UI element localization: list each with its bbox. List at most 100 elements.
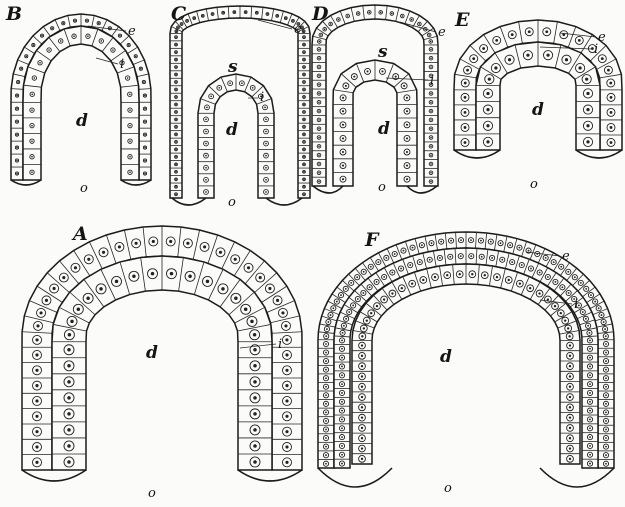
- panel-f-mesoderm-nucleolus: [589, 410, 591, 412]
- panel-b-ectoderm-nucleolus: [144, 147, 146, 149]
- panel-f-mesoderm-nucleolus: [348, 311, 350, 313]
- panel-f-ectoderm-nucleolus: [325, 386, 327, 388]
- panel-c-ectoderm-nucleolus: [175, 44, 177, 46]
- panel-e-ectoderm-nucleolus: [464, 82, 467, 85]
- panel-d-endoderm-nucleolus: [342, 97, 344, 99]
- panel-f-mesoderm-nucleolus: [362, 292, 364, 294]
- panel-d-ectoderm-nucleolus: [318, 128, 320, 130]
- panel-a-endoderm-nucleolus: [86, 297, 90, 301]
- panel-f-mesoderm-nucleolus: [589, 401, 591, 403]
- panel-e-endoderm-label: i: [594, 42, 598, 57]
- panel-e-endoderm-nucleolus: [586, 124, 589, 127]
- panel-b-endoderm-nucleolus: [129, 125, 131, 127]
- panel-c-ectoderm-nucleolus: [175, 171, 177, 173]
- panel-f-mesoderm-nucleolus: [341, 445, 343, 447]
- panel-c-ectoderm-nucleolus: [303, 81, 305, 83]
- panel-b-endoderm-nucleolus: [129, 171, 131, 173]
- panel-f-ectoderm-nucleolus: [332, 307, 334, 309]
- panel-f-endoderm-nucleolus: [383, 298, 385, 300]
- panel-f-mesoderm-nucleolus: [409, 264, 411, 266]
- panel-a-endoderm-nucleolus: [115, 280, 119, 284]
- panel-b-endoderm-nucleolus: [127, 77, 129, 79]
- panel-a-endoderm-nucleolus: [68, 333, 72, 337]
- panel-f-ectoderm-nucleolus: [325, 360, 327, 362]
- panel-d-ectoderm-nucleolus: [320, 34, 322, 36]
- panel-f-ectoderm-nucleolus: [325, 335, 327, 337]
- panel-b-ectoderm-nucleolus: [119, 35, 121, 37]
- panel-d-label: D: [311, 3, 329, 25]
- panel-f-mesoderm-nucleolus: [470, 255, 472, 257]
- panel-f-mesoderm-nucleolus: [419, 261, 421, 263]
- panel-a-ectoderm-nucleolus: [102, 251, 105, 254]
- panel-e-opening-label: o: [530, 177, 538, 192]
- panel-a-endoderm-nucleolus: [67, 396, 71, 400]
- panel-f-mesoderm-nucleolus: [341, 401, 343, 403]
- panel-c-ectoderm-nucleolus: [303, 193, 305, 195]
- panel-f-blastopore-lip: [540, 468, 614, 487]
- panel-b-ectoderm-nucleolus: [135, 55, 137, 57]
- panel-e-endoderm-nucleolus: [494, 66, 497, 69]
- panel-c-ectoderm-nucleolus: [303, 149, 305, 151]
- panel-c-endoderm-nucleolus: [206, 107, 208, 109]
- panel-a-endoderm-nucleolus: [244, 308, 248, 312]
- panel-a-ectoderm-nucleolus: [35, 430, 38, 433]
- panel-f-ectoderm-nucleolus: [605, 454, 607, 456]
- panel-c-ectoderm-nucleolus: [303, 164, 305, 166]
- panel-c-segmentation-cavity-label: s: [227, 57, 238, 77]
- panel-f-ectoderm-nucleolus: [325, 454, 327, 456]
- panel-c-endoderm-nucleolus: [252, 87, 254, 89]
- panel-d-ectoderm-nucleolus: [391, 13, 393, 15]
- panel-f-ectoderm-nucleolus: [585, 288, 587, 290]
- panel-f-ectoderm-nucleolus: [553, 261, 555, 263]
- panel-f-ectoderm-nucleolus: [604, 328, 606, 330]
- panel-f-endoderm-nucleolus: [370, 312, 372, 314]
- panel-f-ectoderm-nucleolus: [560, 266, 562, 268]
- panel-f-endoderm-nucleolus: [560, 312, 562, 314]
- panel-f-ectoderm-nucleolus: [567, 271, 569, 273]
- panel-f-mesoderm-nucleolus: [341, 427, 343, 429]
- panel-c-cavity-label: d: [226, 120, 238, 140]
- panel-f-endoderm-nucleolus: [361, 375, 363, 377]
- panel-b-opening-label: o: [80, 181, 88, 196]
- panel-a-endoderm-nucleolus: [234, 297, 238, 301]
- panel-c-ectoderm-nucleolus: [303, 74, 305, 76]
- panel-f-endoderm-nucleolus: [361, 335, 363, 337]
- panel-b-ectoderm-nucleolus: [62, 22, 64, 24]
- panel-f-endoderm-nucleolus: [538, 292, 540, 294]
- panel-c-ectoderm-nucleolus: [175, 111, 177, 113]
- panel-f-ectoderm-nucleolus: [403, 250, 405, 252]
- panel-f-ectoderm-nucleolus: [594, 301, 596, 303]
- panel-f-mesoderm-nucleolus: [555, 281, 557, 283]
- panel-a-endoderm-nucleolus: [67, 428, 71, 432]
- panel-a-endoderm-nucleolus: [250, 320, 254, 324]
- panel-d-ectoderm-nucleolus: [318, 181, 320, 183]
- panel-d-endoderm-nucleolus: [342, 124, 344, 126]
- panel-f-inner-layer: [352, 264, 580, 464]
- panel-c-ectoderm-nucleolus: [175, 51, 177, 53]
- panel-c-ectoderm-nucleolus: [176, 30, 178, 32]
- panel-c-ectoderm-nucleolus: [175, 186, 177, 188]
- panel-f-ectoderm-nucleolus: [598, 307, 600, 309]
- panel-b-endoderm-nucleolus: [129, 109, 131, 111]
- panel-f-ectoderm-nucleolus: [440, 241, 442, 243]
- panel-c-ectoderm-nucleolus: [276, 15, 278, 17]
- panel-c-ectoderm-nucleolus: [267, 13, 269, 15]
- panel-b-ectoderm-nucleolus: [144, 108, 146, 110]
- panel-d-ectoderm-nucleolus: [330, 23, 332, 25]
- panel-f-mesoderm-nucleolus: [589, 463, 591, 465]
- panel-a-ectoderm-nucleolus: [118, 245, 121, 248]
- panel-c-ectoderm-nucleolus: [303, 104, 305, 106]
- panel-f-ectoderm-nucleolus: [340, 294, 342, 296]
- panel-d-ectoderm-nucleolus: [318, 57, 320, 59]
- panel-f-blastopore-lip: [318, 468, 392, 487]
- panel-f-ectoderm-nucleolus: [327, 321, 329, 323]
- panel-c-blastopore-lip: [266, 198, 302, 205]
- panel-d-endoderm-nucleolus: [342, 178, 344, 180]
- panel-f-ectoderm-nucleolus: [605, 446, 607, 448]
- panel-f-endoderm-nucleolus: [564, 319, 566, 321]
- panel-f-endoderm-nucleolus: [411, 282, 413, 284]
- panel-d-endoderm-nucleolus: [342, 165, 344, 167]
- panel-a-blastopore-lip: [238, 470, 302, 481]
- panel-f-mesoderm-nucleolus: [578, 305, 580, 307]
